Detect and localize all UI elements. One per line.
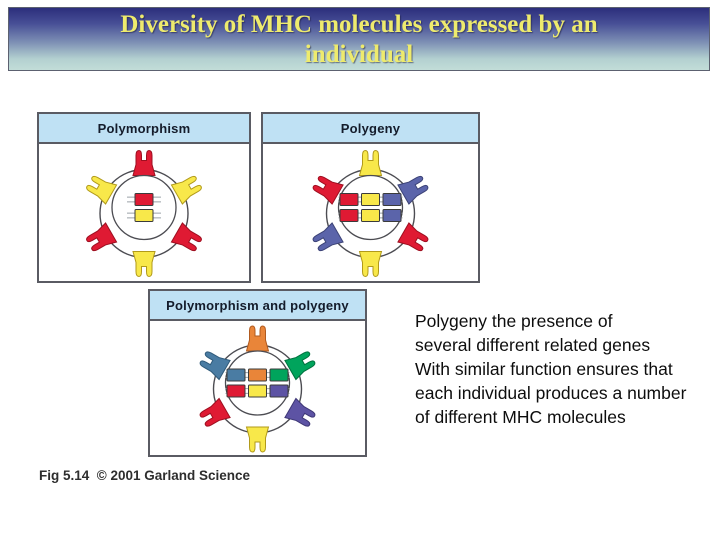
panel-polygeny: Polygeny <box>261 112 480 283</box>
note-line: several different related genes <box>415 335 651 355</box>
slide-title-line-1: Diversity of MHC molecules expressed by … <box>120 11 598 38</box>
title-banner: Diversity of MHC molecules expressed by … <box>8 7 710 71</box>
panel-header: Polygeny <box>263 114 478 144</box>
panel-label: Polymorphism <box>97 120 191 136</box>
cell-diagram-polygeny <box>312 149 429 278</box>
panel-polymorphism: Polymorphism <box>37 112 251 283</box>
polygeny-note: Polygeny the presence of several differe… <box>415 309 686 429</box>
cell-diagram-polymorphism <box>86 149 202 278</box>
panel-body <box>263 144 478 281</box>
note-line: each individual produces a number <box>415 383 687 403</box>
slide-title-line-2: individual <box>304 41 414 68</box>
panel-body <box>39 144 249 281</box>
note-line: of different MHC molecules <box>415 407 626 427</box>
cell-diagram-polymorphism-and-polygeny <box>199 325 316 453</box>
panel-body <box>150 321 365 455</box>
note-line: Polygeny the presence of <box>415 311 613 331</box>
panel-polymorphism-and-polygeny: Polymorphism and polygeny <box>148 289 367 457</box>
panel-label: Polygeny <box>340 120 401 136</box>
panel-header: Polymorphism and polygeny <box>150 291 365 321</box>
panel-label: Polymorphism and polygeny <box>166 297 349 313</box>
panel-header: Polymorphism <box>39 114 249 144</box>
note-line: With similar function ensures that <box>415 359 673 379</box>
figure-caption: Fig 5.14 © 2001 Garland Science <box>39 468 251 483</box>
